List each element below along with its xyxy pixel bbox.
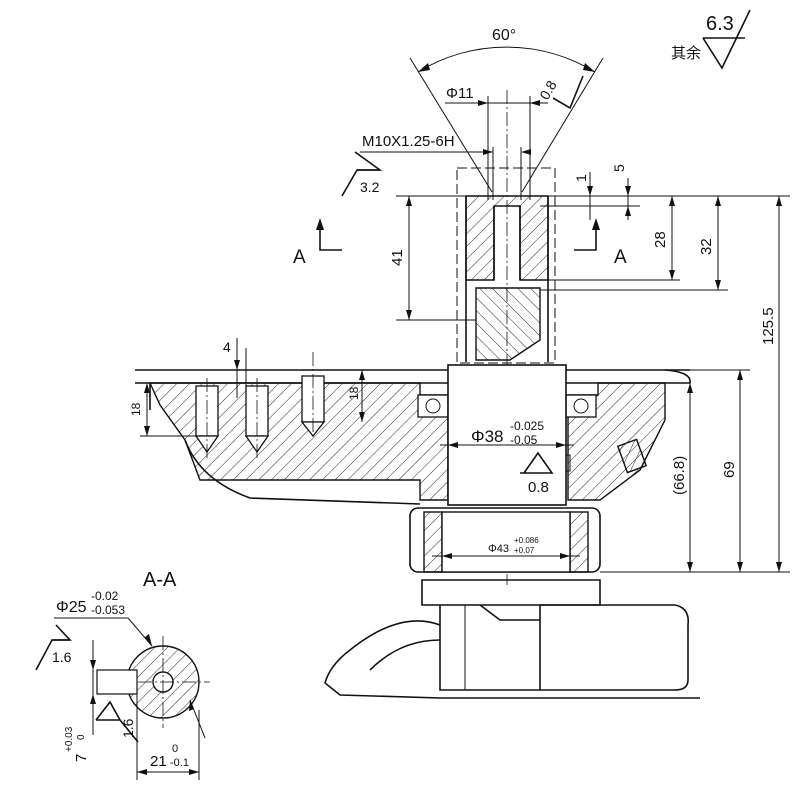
housing — [135, 352, 691, 505]
dim-32-label: 32 — [698, 238, 715, 255]
d25-upper: -0.02 — [91, 589, 119, 603]
dim-4-label: 4 — [223, 339, 231, 355]
default-roughness-symbol: 6.3 其余 — [671, 9, 751, 70]
lower-ring: Φ43 +0.086 +0.07 — [409, 507, 601, 573]
dim-28-32: 28 32 — [540, 195, 728, 291]
dim-18-mid: 18 — [347, 370, 365, 422]
dim-1-label: 1 — [573, 174, 589, 182]
angle-label: 60° — [492, 27, 516, 44]
dim-125-5: 125.5 — [728, 195, 790, 572]
section-arrow-left-label: A — [293, 247, 306, 268]
d43-upper: +0.086 — [514, 536, 539, 545]
d21-upper: 0 — [172, 743, 178, 755]
d21-main: 21 — [150, 753, 167, 770]
dim-d11: Φ11 — [445, 85, 548, 200]
dim-18-mid-label: 18 — [347, 386, 361, 400]
default-roughness-label: 其余 — [671, 44, 701, 62]
dim-69-label: 69 — [721, 461, 738, 478]
d7-upper: +0.03 — [64, 726, 75, 752]
top-shaft — [456, 90, 556, 585]
thread-label: M10X1.25-6H — [362, 133, 455, 150]
dim-66-8-label: (66.8) — [671, 456, 688, 495]
dim-18-left: 18 — [129, 382, 196, 437]
dim-1-5: 1 5 — [540, 164, 640, 220]
d43-main: Φ43 — [488, 543, 509, 555]
dim-125-5-label: 125.5 — [760, 307, 777, 345]
section-arrow-left: A — [293, 218, 342, 268]
central-shaft: Φ38 -0.025 -0.05 0.8 — [440, 364, 574, 506]
thread-roughness: 3.2 — [360, 179, 380, 195]
thread-callout: M10X1.25-6H 3.2 — [341, 133, 531, 200]
section-arrow-right: A — [574, 218, 627, 268]
rough-right-value: 1.6 — [120, 718, 136, 738]
d7-main: 7 — [73, 754, 90, 762]
d43-lower: +0.07 — [514, 546, 535, 555]
dim-4: 4 — [223, 338, 247, 398]
bottom-lever — [324, 579, 700, 699]
countersink-angle: 60° — [409, 27, 604, 193]
roughness-countersink-value: 0.8 — [536, 77, 560, 102]
section-title: A-A — [143, 569, 177, 591]
section-a-a: A-A Φ25 -0.02 -0.053 1.6 1.6 7 +0.03 0 — [35, 569, 210, 780]
d25-lower: -0.053 — [91, 603, 125, 617]
default-roughness-value: 6.3 — [706, 13, 734, 35]
d38-lower: -0.05 — [510, 433, 538, 447]
d7-lower: 0 — [76, 734, 87, 740]
d38-main: Φ38 — [471, 427, 503, 446]
dim-28-label: 28 — [652, 231, 669, 248]
d25-main: Φ25 — [56, 599, 87, 616]
rough-left-value: 1.6 — [52, 649, 72, 665]
dim-18-left-label: 18 — [129, 402, 143, 416]
dim-41: 41 — [389, 195, 476, 321]
d38-upper: -0.025 — [510, 419, 544, 433]
dim-66-8-69: (66.8) 69 — [600, 369, 790, 573]
section-arrow-right-label: A — [614, 247, 627, 268]
d21-lower: -0.1 — [170, 757, 189, 769]
bore-roughness: 0.8 — [528, 479, 549, 496]
dim-5-label: 5 — [611, 164, 627, 172]
dim-41-label: 41 — [389, 249, 406, 266]
d11-label: Φ11 — [446, 85, 474, 102]
